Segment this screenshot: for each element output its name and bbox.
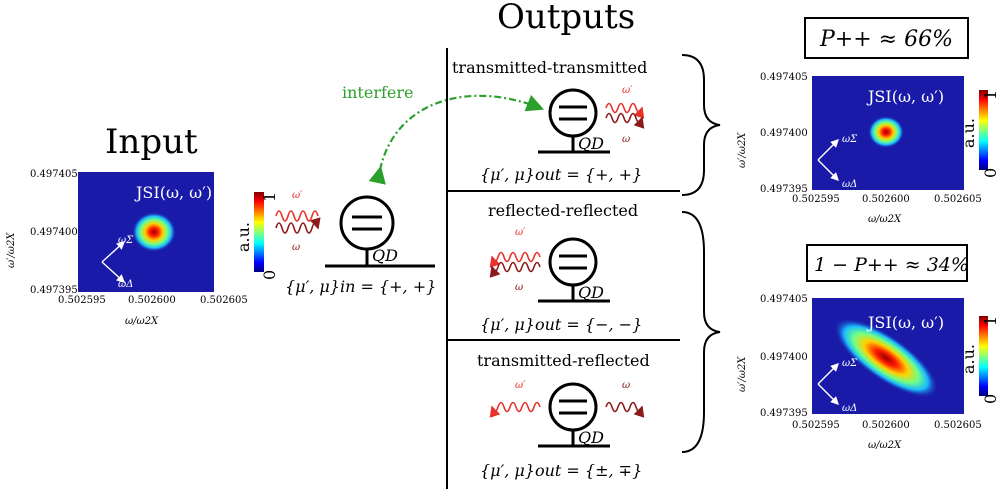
colorbar-label: a.u. bbox=[959, 118, 978, 148]
qd-label: QD bbox=[372, 246, 398, 265]
xtick-right: 0.502605 bbox=[200, 295, 248, 306]
y-axis-label: ω′/ω2X bbox=[737, 356, 748, 392]
input-title: Input bbox=[105, 122, 198, 162]
omega-sigma-label: ωΣ bbox=[842, 358, 858, 369]
row-reflected-reflected: reflected-reflected QD ω′ ω {μ′, μ}out =… bbox=[480, 201, 642, 334]
jsi-blob bbox=[833, 318, 939, 398]
omega-delta-label: ωΔ bbox=[118, 279, 133, 290]
prob-box-top bbox=[804, 17, 969, 59]
basis-arrows: ωΣ ωΔ bbox=[101, 235, 134, 290]
photon-label-w: ω bbox=[292, 242, 300, 253]
interfere-label: interfere bbox=[342, 83, 413, 102]
omega-sigma-label: ωΣ bbox=[118, 235, 134, 246]
ytick-top: 0.497405 bbox=[30, 169, 78, 180]
ytick-top: 0.497405 bbox=[760, 72, 808, 83]
colorbar-tick-top: 1 bbox=[981, 316, 997, 326]
brace-bottom bbox=[681, 211, 721, 453]
input-jsi-plot: JSI(ω, ω′) ωΣ ωΔ 0.497405 0.497400 0.497… bbox=[6, 169, 279, 327]
y-axis-label: ω′/ω2X bbox=[6, 232, 17, 268]
outputs-title: Outputs bbox=[497, 0, 635, 37]
ytick-mid: 0.497400 bbox=[760, 352, 808, 363]
brace-top bbox=[681, 54, 721, 196]
jsi-label: JSI(ω, ω′) bbox=[866, 87, 944, 106]
basis-arrows: ωΣ ωΔ bbox=[817, 134, 858, 190]
input-quantum-dot: QD bbox=[325, 195, 435, 268]
ytick-bot: 0.497395 bbox=[30, 285, 78, 296]
photon-pair-transmitted: ω′ ω bbox=[605, 85, 645, 145]
xtick-left: 0.502595 bbox=[792, 420, 840, 431]
xtick-mid: 0.502600 bbox=[862, 194, 910, 205]
interfere-arrow bbox=[368, 94, 545, 185]
row-title: transmitted-reflected bbox=[477, 351, 650, 370]
row-transmitted-transmitted: transmitted-transmitted QD ω′ ω {μ′, μ}o… bbox=[452, 58, 647, 184]
output-jsi-plot-bottom: JSI(ω, ω′) ωΣ ωΔ 0.497405 0.497400 0.497… bbox=[737, 294, 997, 451]
jsi-label: JSI(ω, ω′) bbox=[134, 183, 212, 202]
jsi-blob bbox=[132, 212, 176, 252]
omega-sigma-label: ωΣ bbox=[842, 134, 858, 145]
basis-arrows: ωΣ ωΔ bbox=[817, 358, 858, 414]
x-axis-label: ω/ω2X bbox=[868, 214, 902, 225]
ytick-top: 0.497405 bbox=[760, 294, 808, 305]
row-state: {μ′, μ}out = {±, ∓} bbox=[480, 461, 642, 480]
xtick-mid: 0.502600 bbox=[128, 295, 176, 306]
row-title: reflected-reflected bbox=[488, 201, 638, 220]
photon-pair-split: ω′ ω bbox=[489, 380, 645, 418]
colorbar bbox=[979, 90, 988, 170]
colorbar bbox=[254, 192, 264, 272]
xtick-left: 0.502595 bbox=[792, 194, 840, 205]
quantum-dot: QD bbox=[538, 88, 610, 154]
row-state: {μ′, μ}out = {−, −} bbox=[480, 315, 642, 334]
colorbar-tick-top: 1 bbox=[981, 90, 997, 100]
xtick-mid: 0.502600 bbox=[862, 420, 910, 431]
qd-label: QD bbox=[578, 428, 604, 447]
ytick-bot: 0.497395 bbox=[760, 408, 808, 419]
row-title: transmitted-transmitted bbox=[452, 58, 647, 77]
input-state-label: {μ′, μ}in = {+, +} bbox=[285, 277, 436, 296]
x-axis-label: ω/ω2X bbox=[125, 316, 159, 327]
colorbar-label: a.u. bbox=[959, 344, 978, 374]
jsi-label: JSI(ω, ω′) bbox=[866, 313, 944, 332]
photon-label-w: ω bbox=[515, 282, 523, 293]
colorbar-tick-top: 1 bbox=[260, 192, 279, 202]
colorbar-label: a.u. bbox=[234, 222, 253, 252]
prob-top-label: P++ ≈ 66% bbox=[819, 27, 953, 52]
prob-bottom-label: 1 − P++ ≈ 34% bbox=[814, 254, 969, 276]
xtick-right: 0.502605 bbox=[934, 420, 982, 431]
photon-label-wprime: ω′ bbox=[622, 85, 633, 96]
qd-label: QD bbox=[578, 134, 604, 153]
x-axis-label: ω/ω2X bbox=[868, 440, 902, 451]
jsi-blob bbox=[868, 116, 904, 148]
photon-label-wprime: ω′ bbox=[515, 227, 526, 238]
quantum-dot: QD bbox=[538, 382, 610, 448]
photon-label-w: ω bbox=[622, 134, 630, 145]
y-axis-label: ω′/ω2X bbox=[737, 132, 748, 168]
photon-label-wprime: ω′ bbox=[292, 190, 303, 201]
xtick-right: 0.502605 bbox=[934, 194, 982, 205]
colorbar-tick-bot: 0 bbox=[981, 168, 997, 178]
colorbar bbox=[979, 316, 988, 396]
photon-label-w: ω bbox=[622, 380, 630, 391]
row-transmitted-reflected: transmitted-reflected QD ω′ ω {μ′, μ}out… bbox=[477, 351, 650, 480]
omega-delta-label: ωΔ bbox=[842, 403, 857, 414]
photon-pair-reflected: ω′ ω bbox=[489, 227, 541, 293]
omega-delta-label: ωΔ bbox=[842, 179, 857, 190]
qd-label: QD bbox=[578, 283, 604, 302]
ytick-bot: 0.497395 bbox=[760, 184, 808, 195]
colorbar-tick-bot: 0 bbox=[260, 270, 279, 280]
colorbar-tick-bot: 0 bbox=[981, 394, 997, 404]
ytick-mid: 0.497400 bbox=[30, 227, 78, 238]
row-state: {μ′, μ}out = {+, +} bbox=[480, 165, 642, 184]
xtick-left: 0.502595 bbox=[58, 295, 106, 306]
quantum-dot: QD bbox=[538, 237, 610, 303]
prob-box-bottom bbox=[806, 244, 968, 282]
photon-label-wprime: ω′ bbox=[515, 380, 526, 391]
input-photon-pair: ω′ ω bbox=[275, 190, 321, 253]
output-jsi-plot-top: JSI(ω, ω′) ωΣ ωΔ 0.497405 0.497400 0.497… bbox=[737, 72, 997, 225]
ytick-mid: 0.497400 bbox=[760, 128, 808, 139]
